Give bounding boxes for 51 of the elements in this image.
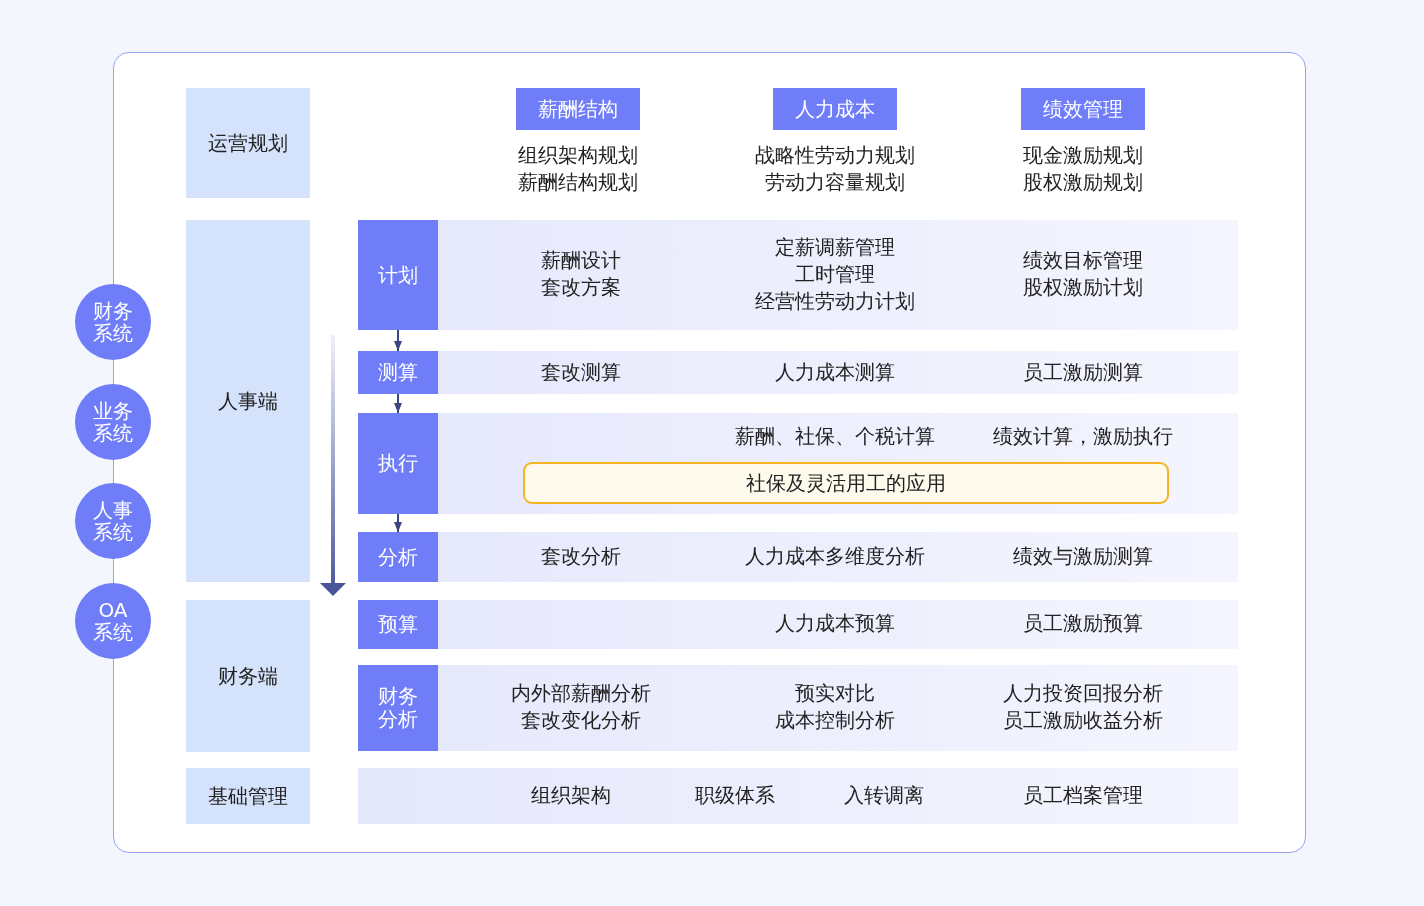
function-text: 薪酬设计套改方案 — [541, 247, 621, 301]
category-panel: 人事端 — [186, 220, 310, 582]
row-band — [358, 351, 1238, 394]
function-text: 薪酬、社保、个税计算 — [735, 422, 935, 450]
highlight-banner: 社保及灵活用工的应用 — [523, 462, 1169, 504]
function-text: 员工激励预算 — [1023, 609, 1143, 637]
stage-tag: 计划 — [358, 220, 438, 330]
system-circle: OA系统 — [75, 583, 151, 659]
column-header: 薪酬结构 — [516, 88, 640, 130]
function-text: 人力成本预算 — [775, 609, 895, 637]
function-text: 绩效与激励测算 — [1013, 542, 1153, 570]
function-text: 绩效目标管理股权激励计划 — [1023, 247, 1143, 301]
row-band — [358, 768, 1238, 824]
row-band — [358, 600, 1238, 649]
stage-tag: 分析 — [358, 532, 438, 582]
function-text: 人力成本测算 — [775, 358, 895, 386]
column-header: 绩效管理 — [1021, 88, 1145, 130]
arrow — [394, 393, 402, 414]
plan-text: 现金激励规划股权激励规划 — [1023, 142, 1143, 196]
function-text: 职级体系 — [695, 781, 775, 809]
function-text: 员工激励测算 — [1023, 358, 1143, 386]
function-text: 预实对比成本控制分析 — [775, 680, 895, 734]
system-circle: 人事系统 — [75, 483, 151, 559]
row-band — [358, 220, 1238, 330]
system-circle: 业务系统 — [75, 384, 151, 460]
category-panel: 基础管理 — [186, 768, 310, 824]
plan-text: 战略性劳动力规划劳动力容量规划 — [755, 142, 915, 196]
category-panel: 运营规划 — [186, 88, 310, 198]
stage-tag: 执行 — [358, 413, 438, 514]
function-text: 套改分析 — [541, 542, 621, 570]
row-band — [358, 532, 1238, 582]
stage-tag: 预算 — [358, 600, 438, 649]
function-text: 内外部薪酬分析套改变化分析 — [511, 680, 651, 734]
function-text: 定薪调薪管理工时管理经营性劳动力计划 — [755, 233, 915, 315]
function-text: 绩效计算，激励执行 — [993, 422, 1173, 450]
row-band — [358, 413, 1238, 514]
stage-tag: 测算 — [358, 351, 438, 394]
system-circle: 财务系统 — [75, 284, 151, 360]
stage-tag: 财务分析 — [358, 665, 438, 751]
function-text: 人力投资回报分析员工激励收益分析 — [1003, 680, 1163, 734]
plan-text: 组织架构规划薪酬结构规划 — [518, 142, 638, 196]
function-text: 入转调离 — [844, 781, 924, 809]
function-text: 员工档案管理 — [1023, 781, 1143, 809]
function-text: 套改测算 — [541, 358, 621, 386]
arrow — [394, 513, 402, 533]
category-panel: 财务端 — [186, 600, 310, 752]
function-text: 人力成本多维度分析 — [745, 542, 925, 570]
row-band — [358, 665, 1238, 751]
column-header: 人力成本 — [773, 88, 897, 130]
function-text: 组织架构 — [531, 781, 611, 809]
arrow — [394, 329, 402, 352]
